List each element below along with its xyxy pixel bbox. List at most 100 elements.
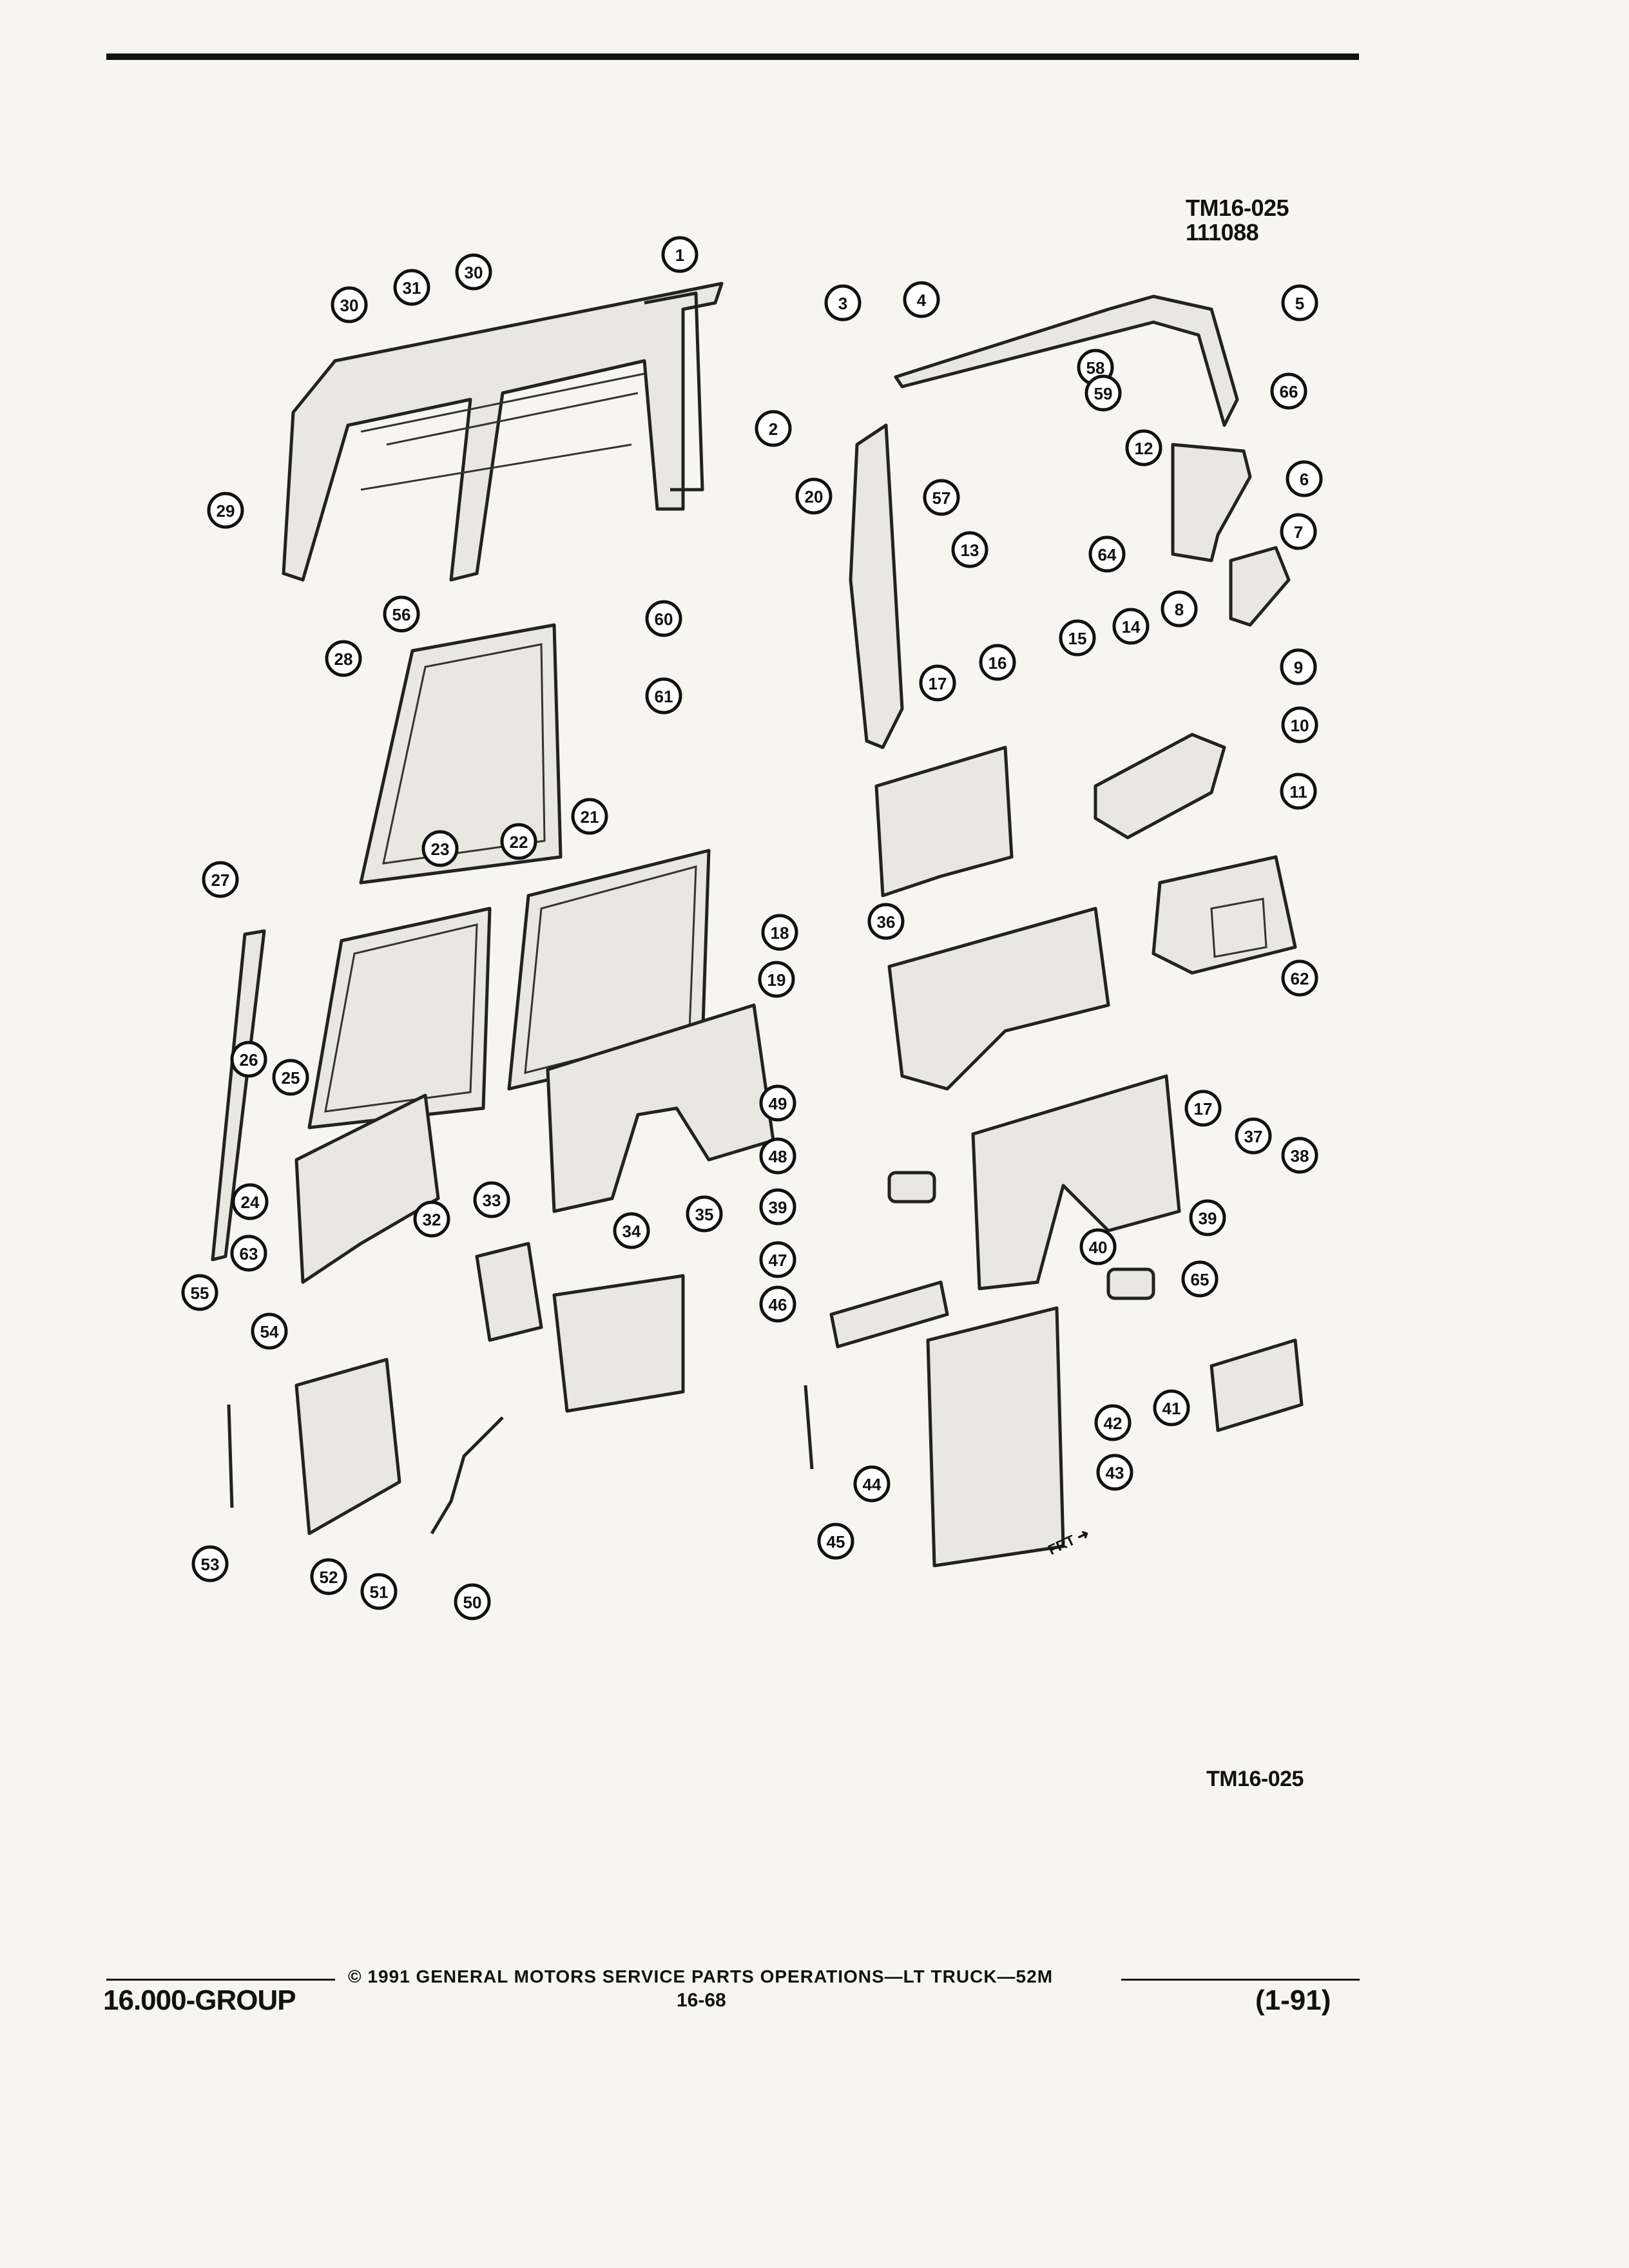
- callout-13: 13: [951, 531, 988, 568]
- callout-circle: [817, 1523, 854, 1560]
- callout-number: 45: [827, 1532, 845, 1552]
- callout-number: 37: [1244, 1127, 1263, 1146]
- callout-number: 5: [1295, 294, 1304, 313]
- callout-31: 31: [393, 269, 430, 306]
- callout-circle: [1125, 429, 1162, 466]
- callout-59: 59: [1084, 374, 1122, 412]
- callout-circle: [761, 914, 798, 951]
- callout-3: 3: [824, 284, 862, 322]
- callout-17: 17: [919, 664, 956, 702]
- callout-number: 16: [988, 653, 1007, 673]
- callout-number: 11: [1289, 782, 1307, 802]
- callout-number: 64: [1098, 545, 1117, 564]
- part-roof-rail: [894, 294, 1239, 427]
- callout-16: 16: [979, 644, 1016, 681]
- callout-number: 53: [201, 1555, 220, 1574]
- callout-circle: [1235, 1117, 1272, 1155]
- callout-64: 64: [1088, 535, 1126, 573]
- callout-6: 6: [1286, 460, 1323, 497]
- part-pad-39a: [887, 1171, 936, 1204]
- callout-45: 45: [817, 1523, 854, 1560]
- callout-circle: [454, 1583, 491, 1620]
- callout-51: 51: [360, 1573, 398, 1610]
- callout-circle: [919, 664, 956, 702]
- callout-47: 47: [759, 1241, 796, 1278]
- callout-number: 56: [392, 605, 411, 624]
- callout-36: 36: [867, 903, 905, 940]
- callout-circle: [230, 1235, 267, 1272]
- callout-53: 53: [191, 1545, 229, 1582]
- top-rule: [106, 53, 1359, 60]
- callout-23: 23: [421, 830, 459, 867]
- callout-circle: [951, 531, 988, 568]
- callout-39: 39: [759, 1188, 796, 1225]
- callout-circle: [758, 961, 795, 998]
- callout-circle: [1281, 706, 1318, 744]
- callout-number: 22: [510, 832, 528, 852]
- callout-circle: [1181, 1260, 1219, 1298]
- callout-circle: [500, 823, 537, 860]
- callout-number: 35: [695, 1205, 714, 1224]
- part-trim-panel-40: [971, 1074, 1181, 1291]
- part-inner-panel: [546, 1003, 775, 1213]
- callout-11: 11: [1280, 773, 1317, 810]
- callout-5: 5: [1281, 284, 1318, 322]
- callout-14: 14: [1112, 608, 1150, 645]
- callout-48: 48: [759, 1137, 796, 1175]
- callout-30: 30: [455, 253, 492, 291]
- callout-circle: [1079, 1228, 1117, 1265]
- callout-number: 1: [675, 245, 684, 265]
- callout-number: 60: [655, 610, 673, 629]
- callout-circle: [661, 236, 699, 273]
- callout-number: 32: [423, 1210, 441, 1229]
- copyright-notice: © 1991 GENERAL MOTORS SERVICE PARTS OPER…: [348, 1966, 1054, 1986]
- callout-number: 13: [961, 541, 979, 560]
- callout-number: 30: [465, 263, 483, 282]
- callout-35: 35: [686, 1195, 723, 1233]
- callout-circle: [824, 284, 862, 322]
- part-strip-53: [227, 1404, 234, 1508]
- callout-number: 27: [211, 870, 230, 890]
- callout-34: 34: [613, 1212, 650, 1249]
- part-armrest: [1094, 733, 1226, 840]
- callout-42: 42: [1094, 1404, 1132, 1441]
- part-pad-39b: [1106, 1267, 1155, 1300]
- callout-number: 17: [1194, 1099, 1213, 1119]
- callout-43: 43: [1096, 1454, 1133, 1491]
- callout-circle: [1281, 1137, 1318, 1174]
- callout-circle: [571, 798, 608, 835]
- callout-circle: [1281, 284, 1318, 322]
- callout-number: 15: [1068, 629, 1087, 648]
- callout-circle: [1161, 590, 1198, 628]
- callout-number: 21: [581, 807, 599, 827]
- callout-10: 10: [1281, 706, 1318, 744]
- callout-circle: [645, 600, 682, 637]
- callout-24: 24: [231, 1183, 269, 1220]
- callout-circle: [473, 1181, 510, 1218]
- callout-50: 50: [454, 1583, 491, 1620]
- callout-number: 39: [769, 1198, 787, 1217]
- figure-date: 111088: [1186, 219, 1259, 245]
- callout-circle: [230, 1041, 267, 1078]
- part-trim-strip: [211, 929, 266, 1262]
- callout-circle: [686, 1195, 723, 1233]
- callout-circle: [413, 1200, 450, 1238]
- part-upper-frame: [282, 282, 724, 582]
- revision-date: (1-91): [1255, 1984, 1331, 2016]
- callout-circle: [1094, 1404, 1132, 1441]
- callout-number: 20: [805, 487, 824, 506]
- callout-2: 2: [755, 410, 792, 447]
- callout-number: 38: [1291, 1146, 1309, 1166]
- callout-66: 66: [1270, 372, 1307, 410]
- callout-60: 60: [645, 600, 682, 637]
- callout-30: 30: [331, 286, 368, 323]
- callout-number: 17: [929, 674, 947, 693]
- callout-circle: [202, 861, 239, 898]
- callout-circle: [853, 1465, 891, 1503]
- callout-circle: [251, 1312, 288, 1350]
- callout-circle: [360, 1573, 398, 1610]
- callout-circle: [979, 644, 1016, 681]
- callout-number: 47: [769, 1251, 787, 1270]
- callout-circle: [1112, 608, 1150, 645]
- callout-number: 57: [932, 488, 951, 508]
